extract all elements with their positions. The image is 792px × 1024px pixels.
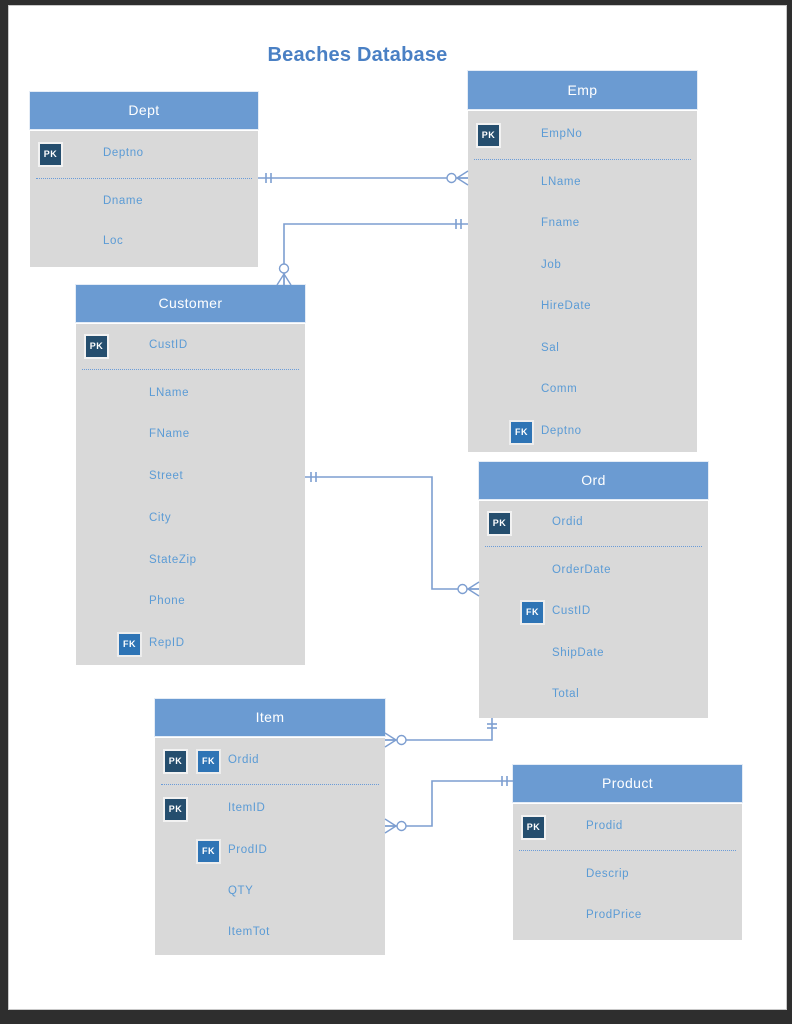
field-descrip: Descrip [586,868,630,880]
fk-badge: FK [117,632,142,657]
crow-foot-many-marker [384,732,397,748]
field-job: Job [541,259,562,271]
field-total: Total [552,688,580,700]
pk-badge: PK [487,511,512,536]
field-city: City [149,512,172,524]
pk-separator-line [36,178,252,179]
field-lname: LName [149,387,190,399]
field-fname: FName [149,428,190,440]
entity-body [76,324,305,665]
field-ordid: Ordid [228,754,260,766]
fk-badge: FK [509,420,534,445]
zero-cardinality-circle [457,583,468,595]
field-sal: Sal [541,342,560,354]
fk-badge: FK [520,600,545,625]
entity-title: Dept [30,92,258,129]
pk-badge: PK [521,815,546,840]
diagram-title: Beaches Database [267,44,448,67]
field-qty: QTY [228,885,254,897]
pk-separator-line [82,369,299,370]
field-itemtot: ItemTot [228,926,270,938]
pk-badge: PK [476,123,501,148]
field-dname: Dname [103,195,144,207]
field-custid: CustID [552,605,591,617]
pk-badge: PK [163,749,188,774]
entity-title: Ord [479,462,708,499]
crow-foot-many-marker [456,170,469,186]
field-repid: RepID [149,637,185,649]
entity-body [468,111,697,452]
entity-title: Product [513,765,742,802]
crow-foot-many-marker [384,818,397,834]
field-prodid: Prodid [586,820,623,832]
connector-dept-emp [258,170,469,186]
zero-cardinality-circle [396,820,407,832]
field-deptno: Deptno [541,425,582,437]
field-loc: Loc [103,235,124,247]
crow-foot-many-marker [276,273,292,286]
pk-badge: PK [163,797,188,822]
pk-separator-line [485,546,702,547]
pk-separator-line [519,850,736,851]
entity-title: Customer [76,285,305,322]
entity-title: Emp [468,71,697,109]
pk-separator-line [474,159,691,160]
field-prodid: ProdID [228,844,268,856]
entity-body [155,738,385,955]
field-statezip: StateZip [149,554,197,566]
pk-badge: PK [84,334,109,359]
entity-body [513,804,742,940]
connector-product-item [384,776,513,834]
fk-badge: FK [196,749,221,774]
field-street: Street [149,470,184,482]
connector-customer-ord [305,472,480,597]
zero-cardinality-circle [278,263,290,274]
pk-badge: PK [38,142,63,167]
entity-body [479,501,708,718]
field-phone: Phone [149,595,186,607]
field-orderdate: OrderDate [552,564,612,576]
connector-ord-item [384,718,497,748]
field-comm: Comm [541,383,578,395]
field-hiredate: HireDate [541,300,592,312]
field-empno: EmpNo [541,128,583,140]
field-fname: Fname [541,217,580,229]
connector-emp-customer [276,219,468,286]
entity-title: Item [155,699,385,736]
zero-cardinality-circle [396,734,407,746]
pk-separator-line [161,784,379,785]
field-deptno: Deptno [103,147,144,159]
fk-badge: FK [196,839,221,864]
field-ordid: Ordid [552,516,584,528]
zero-cardinality-circle [446,172,457,184]
entity-body [30,131,258,267]
crow-foot-many-marker [467,581,480,597]
field-itemid: ItemID [228,802,266,814]
field-prodprice: ProdPrice [586,909,642,921]
field-custid: CustID [149,339,188,351]
field-lname: LName [541,176,582,188]
field-shipdate: ShipDate [552,647,605,659]
